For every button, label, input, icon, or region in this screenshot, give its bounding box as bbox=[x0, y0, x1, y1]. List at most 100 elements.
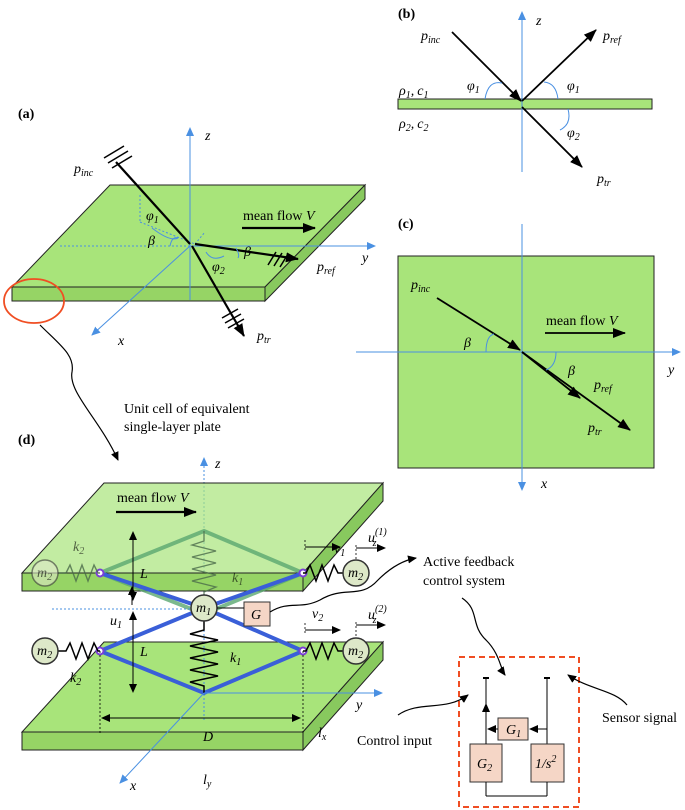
spring-k1-upper bbox=[189, 531, 219, 598]
G2-label: G2 bbox=[477, 757, 492, 774]
p-ref-label-b: pref bbox=[602, 29, 622, 46]
medium2-label: ρ2,c2 bbox=[398, 117, 428, 134]
control-title-1: Active feedback bbox=[423, 555, 514, 570]
panel-d-label: (d) bbox=[18, 433, 35, 448]
x-axis-d bbox=[119, 692, 205, 784]
m2-label-upper-right: m2 bbox=[348, 566, 363, 583]
p-tr-label-a: ptr bbox=[256, 329, 271, 346]
phi2-label-b: φ2 bbox=[567, 126, 580, 143]
phi1-label-b-right: φ1 bbox=[567, 79, 580, 96]
uz1-label: u(1)z bbox=[368, 527, 387, 549]
m2-label-upper-left: m2 bbox=[37, 566, 52, 583]
p-ref-label-c: pref bbox=[593, 378, 613, 395]
control-input-label: Control input bbox=[357, 734, 432, 749]
k2-label-lower: k2 bbox=[70, 671, 81, 688]
plate-a-front bbox=[11, 286, 266, 302]
panel-a-label: (a) bbox=[18, 107, 35, 122]
control-pointer bbox=[269, 555, 417, 613]
L-label-lower: L bbox=[139, 645, 148, 660]
spring-k1-lower bbox=[189, 620, 219, 693]
plate-c bbox=[397, 255, 655, 469]
phi1-arc-b-right bbox=[543, 81, 559, 100]
upper-lattice-lower-right bbox=[203, 571, 304, 610]
p-inc-label-c: pinc bbox=[410, 278, 431, 295]
zoom-pointer bbox=[39, 324, 119, 461]
phi1-arc-b-left bbox=[484, 82, 503, 100]
bottom-plate-side bbox=[302, 640, 384, 752]
plate-a-top bbox=[10, 184, 367, 288]
p-ref-label-a: pref bbox=[316, 260, 336, 277]
reflected-ray-a bbox=[194, 242, 299, 263]
uz2-label: u(2)z bbox=[368, 604, 387, 626]
bottom-plate-front bbox=[21, 731, 304, 751]
z-label-d: z bbox=[214, 457, 221, 472]
transmitted-ray-b bbox=[521, 106, 583, 168]
D-label: D bbox=[202, 730, 213, 745]
x-axis-a bbox=[91, 245, 191, 336]
beta-arc-a2 bbox=[235, 247, 240, 259]
m1-label: m1 bbox=[196, 601, 211, 618]
highlight-ellipse bbox=[3, 278, 65, 324]
reflected-ray-b bbox=[521, 29, 597, 102]
sensor-signal-pointer bbox=[567, 674, 628, 706]
z-label-b: z bbox=[535, 14, 542, 29]
integrator-label: 1/s2 bbox=[535, 754, 556, 772]
beta-label-a2: β bbox=[243, 245, 251, 260]
spring-k2-lower-right bbox=[303, 640, 344, 662]
phi1-label-a: φ1 bbox=[146, 209, 159, 226]
v2-label: v2 bbox=[312, 607, 323, 624]
unit-cell-caption-2: single-layer plate bbox=[124, 420, 221, 435]
m2-label-lower-left: m2 bbox=[37, 644, 52, 661]
mass-m2-lower-right bbox=[342, 637, 370, 665]
ly-label: ly bbox=[203, 773, 212, 790]
k1-label-upper: k1 bbox=[232, 571, 243, 588]
top-plate-side bbox=[302, 481, 384, 593]
phi1-label-b-left: φ1 bbox=[467, 79, 480, 96]
mass-m2-lower-left bbox=[31, 637, 59, 665]
L-label-upper: L bbox=[139, 567, 148, 582]
mean-flow-label-d: mean flow V bbox=[117, 491, 190, 506]
plate-b bbox=[397, 98, 653, 110]
phi2-arc-a bbox=[205, 251, 225, 259]
mean-flow-label-c: mean flow V bbox=[546, 314, 619, 329]
incident-ray-b bbox=[451, 31, 522, 102]
beta-label-a: β bbox=[147, 234, 155, 249]
control-zoom-pointer bbox=[461, 597, 506, 676]
x-label-a: x bbox=[117, 334, 125, 349]
reflected-wavefront bbox=[267, 251, 289, 268]
x-label-c: x bbox=[540, 477, 548, 492]
incident-wavefront bbox=[103, 145, 133, 169]
incident-ray-a bbox=[115, 161, 191, 245]
spring-k2-upper-right bbox=[303, 562, 344, 584]
incident-ray-c bbox=[436, 297, 521, 351]
unit-cell-caption-1: Unit cell of equivalent bbox=[124, 402, 250, 417]
beta-arc-a bbox=[169, 237, 179, 247]
control-dashed-border bbox=[458, 656, 580, 808]
mean-flow-label-a: mean flow V bbox=[243, 209, 316, 224]
panel-c: (c) x y mean flow V β β pinc pref ptr bbox=[356, 217, 681, 492]
panel-b-label: (b) bbox=[398, 7, 415, 22]
transmitted-ray-a bbox=[191, 245, 245, 337]
k2-label-upper: k2 bbox=[73, 540, 84, 557]
spring-k2-lower-left bbox=[58, 640, 100, 662]
v1-label: v1 bbox=[334, 542, 345, 559]
actuator-G bbox=[243, 601, 271, 627]
G-label: G bbox=[251, 608, 261, 623]
p-inc-label-b: pinc bbox=[420, 29, 441, 46]
transmitted-wavefront bbox=[221, 308, 245, 329]
p-inc-label-a: pinc bbox=[73, 162, 94, 179]
beta-label-c-right: β bbox=[567, 364, 575, 379]
p-tr-label-c: ptr bbox=[587, 421, 602, 438]
transmitted-ray-c bbox=[521, 351, 631, 431]
y-label-d: y bbox=[354, 698, 363, 713]
panel-c-label: (c) bbox=[398, 217, 414, 232]
mass-m2-upper-left bbox=[31, 559, 59, 587]
control-input-pointer bbox=[397, 694, 469, 716]
control-system: Active feedback control system G1 G2 1/s… bbox=[357, 555, 677, 808]
medium1-label: ρ1,c1 bbox=[398, 84, 428, 101]
sensor-signal-label: Sensor signal bbox=[602, 711, 677, 726]
phi2-label-a: φ2 bbox=[212, 260, 225, 277]
phi2-arc-b bbox=[559, 108, 570, 131]
m2-label-lower-right: m2 bbox=[348, 644, 363, 661]
